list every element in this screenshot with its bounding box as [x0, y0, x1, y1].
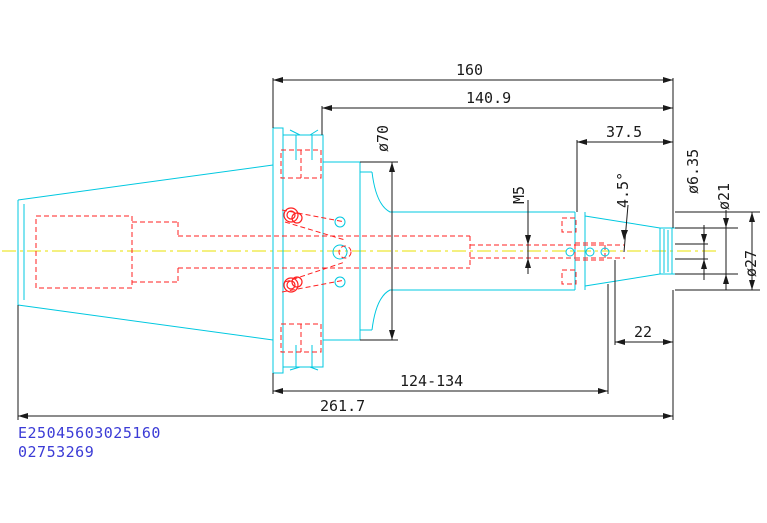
flange: [272, 127, 361, 374]
taper-shank: [17, 164, 274, 341]
dim-body-length-label: 140.9: [466, 89, 511, 107]
dim-adjust-range-label: 124-134: [400, 372, 463, 390]
dim-body-length: [321, 105, 673, 135]
dim-nose-length-label: 37.5: [606, 123, 642, 141]
dim-overall-length-label: 160: [456, 61, 483, 79]
dim-nose-short-length-label: 22: [634, 323, 652, 341]
dim-flange-diameter: [360, 161, 398, 341]
dim-nose-length: [576, 139, 673, 212]
dim-thread: [525, 200, 531, 274]
dim-taper-angle: [621, 204, 629, 253]
drive-screws: [283, 207, 610, 293]
dim-taper-angle-label: 4.5°: [614, 172, 632, 208]
dim-nose-diameter-large-label: ø27: [742, 250, 760, 277]
dim-total-length-label: 261.7: [320, 397, 365, 415]
part-number: E25045603025160: [18, 424, 161, 442]
dim-bore-diameter-label: ø6.35: [684, 149, 702, 194]
dim-adjust-range: [272, 284, 609, 394]
dim-total-length: [17, 290, 674, 420]
dim-thread-label: M5: [510, 186, 528, 204]
dim-nose-short-length: [614, 260, 673, 345]
dim-nose-diameter-small-label: ø21: [715, 183, 733, 210]
dim-overall-length: [272, 77, 674, 228]
internal-bore: [35, 149, 625, 353]
order-number: 02753269: [18, 443, 95, 461]
dim-nose-diameter-small: [675, 210, 738, 290]
dim-bore-diameter: [675, 225, 708, 280]
body: [360, 171, 675, 331]
dim-flange-diameter-label: ø70: [374, 125, 392, 152]
dim-nose-diameter-large: [675, 211, 760, 291]
